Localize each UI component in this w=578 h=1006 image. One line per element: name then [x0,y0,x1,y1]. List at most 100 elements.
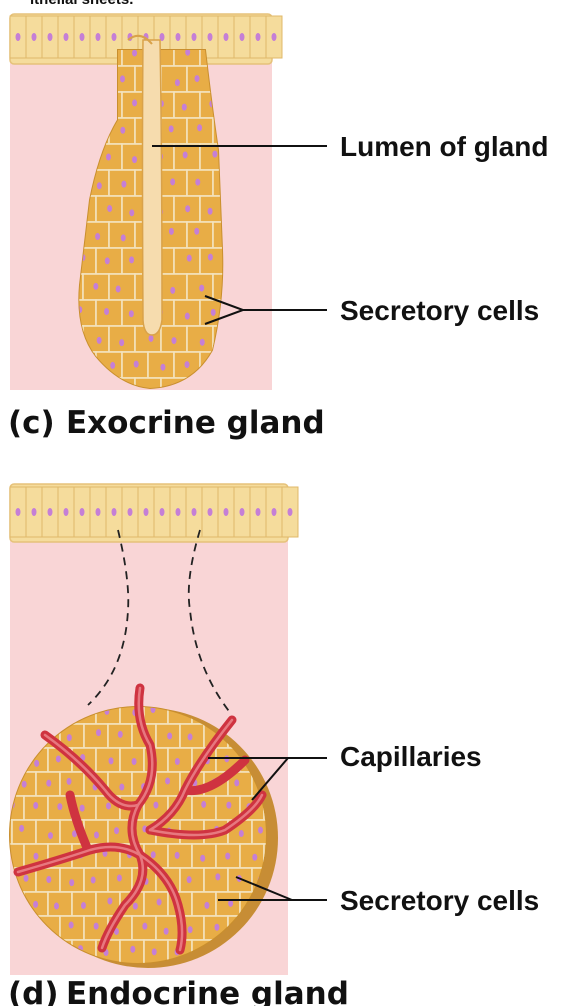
cell-nucleus [0,782,5,789]
cell-nucleus [121,180,127,188]
cell-nucleus [106,153,112,161]
cell-nucleus [186,876,192,884]
cell-nucleus [199,338,205,346]
cell-nucleus [194,227,200,235]
cell-nucleus [201,800,207,808]
cell-nucleus [68,921,74,929]
cell-nucleus [119,75,125,83]
cell-nucleus [226,801,232,809]
cell-nucleus [132,902,138,910]
cell-nucleus [207,33,213,41]
secretory-cell [191,795,217,821]
cell-nucleus [207,508,213,516]
cell-nucleus [129,256,135,264]
gland-lumen [141,39,163,336]
cell-nucleus [143,508,149,516]
cell-nucleus [72,830,78,838]
cell-nucleus [66,777,72,785]
cell-nucleus [194,75,200,83]
cell-nucleus [115,285,121,293]
cell-nucleus [110,361,116,369]
epithelium-cells [9,486,299,538]
cell-nucleus [130,945,136,953]
caption-c-text: Exocrine gland [66,405,325,441]
secretory-cell [160,65,188,93]
secretory-cell [215,891,241,917]
cell-nucleus [95,233,101,241]
cell-nucleus [96,336,102,344]
cell-nucleus [186,254,192,262]
secretory-cell [147,351,175,379]
cell-nucleus [79,33,85,41]
cell-nucleus [207,253,213,261]
caption-d-text: Endocrine gland [66,976,349,1006]
cell-nucleus [200,854,206,862]
cell-nucleus [199,284,205,292]
endocrine-gland-illustration [0,483,299,976]
cell-nucleus [111,33,117,41]
cell-nucleus [93,282,99,290]
cell-nucleus [63,508,69,516]
cell-nucleus [114,827,120,835]
cell-nucleus [69,879,75,887]
secretory-cell [179,867,205,893]
cell-nucleus [207,207,213,215]
cell-nucleus [90,876,96,884]
cell-nucleus [21,780,27,788]
cell-nucleus [212,150,218,158]
cell-nucleus [79,508,85,516]
secretory-cell [95,299,123,327]
cell-nucleus [120,234,126,242]
cell-nucleus [94,831,100,839]
cell-nucleus [225,852,231,860]
cell-nucleus [34,759,40,767]
cell-nucleus [66,734,72,742]
cell-nucleus [128,310,134,318]
capillaries-leader-fork [251,757,289,801]
cell-nucleus [168,227,174,235]
cell-nucleus [184,312,190,320]
cell-nucleus [255,33,261,41]
cell-nucleus [117,730,123,738]
cell-nucleus [0,969,4,976]
cell-nucleus [132,50,138,57]
cell-nucleus [171,337,177,345]
cell-nucleus [108,757,114,765]
secretory-cell [155,915,181,941]
secretory-cell [11,819,37,845]
cell-nucleus [191,33,197,41]
secretory-cell [173,91,201,119]
cell-nucleus [288,781,293,788]
cell-nucleus [107,205,113,213]
cell-nucleus [185,50,191,56]
label-secretory-cells-d: Secretory cells [340,885,539,916]
cell-nucleus [160,363,166,371]
cell-nucleus [67,391,72,398]
cell-nucleus [95,33,101,41]
cell-nucleus [223,33,229,41]
secretory-cell [160,117,188,145]
cell-nucleus [195,178,201,186]
secretory-cell [95,747,121,773]
cell-nucleus [214,923,220,931]
cell-nucleus [238,829,244,837]
cell-nucleus [15,508,21,516]
secretory-cell [143,891,169,917]
secretory-cell [186,325,214,353]
cell-nucleus [234,779,240,787]
cell-nucleus [257,826,263,834]
cell-nucleus [187,926,193,934]
cell-nucleus [150,851,156,859]
exocrine-gland-illustration [9,13,283,398]
cell-nucleus [287,508,293,516]
cell-nucleus [96,729,102,737]
cell-nucleus [174,851,180,859]
cell-nucleus [104,257,110,265]
cell-nucleus [170,178,176,186]
cell-nucleus [223,508,229,516]
label-secretory-cells-c: Secretory cells [340,295,539,326]
capillaries [13,683,267,955]
label-lumen-of-gland: Lumen of gland [340,131,548,162]
cell-nucleus [132,99,138,107]
cell-nucleus [105,802,111,810]
